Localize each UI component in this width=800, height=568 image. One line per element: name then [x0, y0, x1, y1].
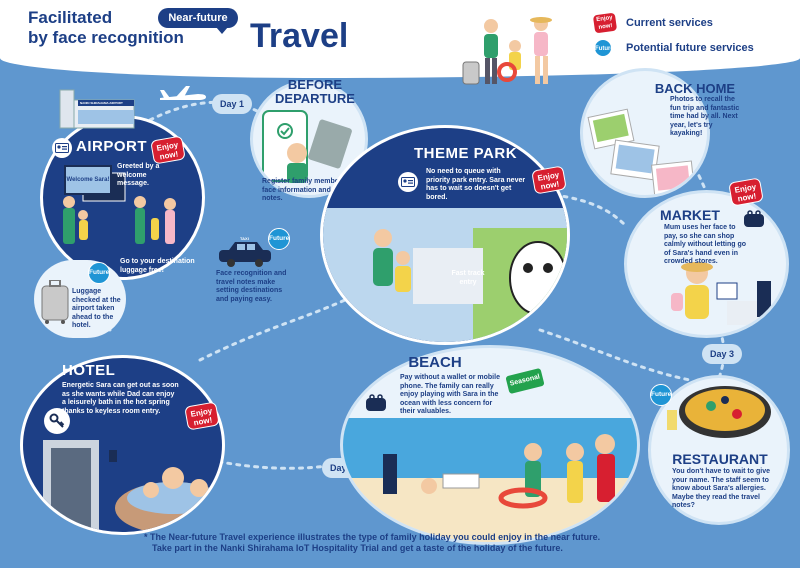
taxi-text: Face recognition and travel notes make s…: [216, 270, 287, 303]
key-icon: [44, 408, 70, 434]
airport-building-icon: [59, 89, 135, 129]
legend-future-label: Potential future services: [626, 42, 754, 54]
taxi-sign: TAXI: [240, 236, 249, 241]
wallet-beach-icon: [366, 394, 386, 411]
theme-park-scene: [323, 208, 567, 342]
beach-circle: [340, 345, 640, 545]
paella-scene: [667, 386, 771, 438]
hotel-scene: [43, 440, 222, 532]
taxi-icon: [219, 242, 271, 267]
airplane-icon: [160, 86, 206, 100]
airport-building: NANKI SHIRAHAMA AIRPORT: [58, 86, 138, 130]
theme-park-id-icon: [398, 172, 418, 192]
footnote-line-1: * The Near-future Travel experience illu…: [144, 532, 601, 542]
before-departure-title: BEFORE DEPARTURE: [275, 78, 355, 106]
phone-face-scene: [262, 110, 352, 183]
airport-sign: NANKI SHIRAHAMA AIRPORT: [80, 101, 123, 105]
page-title: Facilitated by face recognition: [28, 8, 184, 48]
hotel-text: Energetic Sara can get out as soon as sh…: [62, 382, 179, 415]
day-1-label: Day 1: [212, 94, 252, 114]
before-departure-text: Register family members' face informatio…: [262, 178, 352, 202]
travel-title: Travel: [250, 17, 349, 55]
near-future-tag: Near-future: [158, 8, 238, 34]
welcome-screen-text: Welcome Sara!: [66, 177, 110, 183]
id-card-icon: [52, 138, 72, 158]
family-illustration: [462, 17, 552, 85]
suitcase-icon: [41, 280, 69, 324]
market-title: MARKET: [660, 207, 720, 223]
day-3-label: Day 3: [702, 344, 742, 364]
hotel-circle: [20, 355, 225, 535]
legend: Enjoy now! Current services Future Poten…: [592, 12, 754, 62]
footnote-line-2: Take part in the Nanki Shirahama IoT Hos…: [152, 543, 563, 553]
beach-scene: [343, 418, 637, 542]
market-scene: [671, 262, 771, 325]
back-home-circle: [580, 68, 710, 198]
taxi-future-badge: Future: [268, 228, 290, 250]
market-text: Mum uses her face to pay, so she can sho…: [664, 224, 747, 265]
legend-future: Future Potential future services: [594, 37, 754, 59]
beach-text: Pay without a wallet or mobile phone. Th…: [400, 374, 500, 415]
title-line-2: by face recognition: [28, 28, 184, 47]
legend-current: Enjoy now! Current services: [592, 12, 754, 34]
welcome-screen: Welcome Sara!: [64, 165, 112, 195]
back-home-text: Photos to recall the fun trip and fantas…: [670, 96, 740, 137]
luggage-future-badge: Future: [88, 262, 110, 284]
airport-text-1: Greeted by a welcome message.: [117, 163, 160, 187]
theme-park-circle: [320, 125, 570, 345]
airport-text-2: Go to your destination luggage free!: [120, 258, 195, 274]
legend-current-label: Current services: [626, 17, 713, 29]
back-home-title: BACK HOME: [654, 81, 736, 96]
enjoy-now-badge-icon: Enjoy now!: [592, 12, 618, 34]
fast-track-gate: Fast track entry: [451, 270, 485, 286]
before-departure-title-text: BEFORE DEPARTURE: [275, 77, 355, 106]
restaurant-title: RESTAURANT: [672, 451, 768, 467]
luggage-text: Luggage checked at the airport taken ahe…: [72, 288, 121, 329]
theme-park-title: THEME PARK: [414, 145, 518, 162]
future-badge-icon: Future: [594, 39, 614, 57]
title-line-1: Facilitated: [28, 8, 113, 27]
restaurant-circle: [648, 375, 790, 525]
theme-park-text: No need to queue with priority park entr…: [426, 168, 526, 201]
footnote: * The Near-future Travel experience illu…: [144, 532, 684, 554]
beach-title: BEACH: [408, 354, 462, 371]
airport-title: AIRPORT: [76, 138, 147, 155]
header: [0, 0, 800, 58]
hotel-title: HOTEL: [62, 362, 116, 379]
photos-scene: [587, 108, 696, 195]
restaurant-future-badge: Future: [650, 384, 672, 406]
wallet-icon: [744, 210, 764, 227]
restaurant-text: You don't have to wait to give your name…: [672, 468, 770, 509]
